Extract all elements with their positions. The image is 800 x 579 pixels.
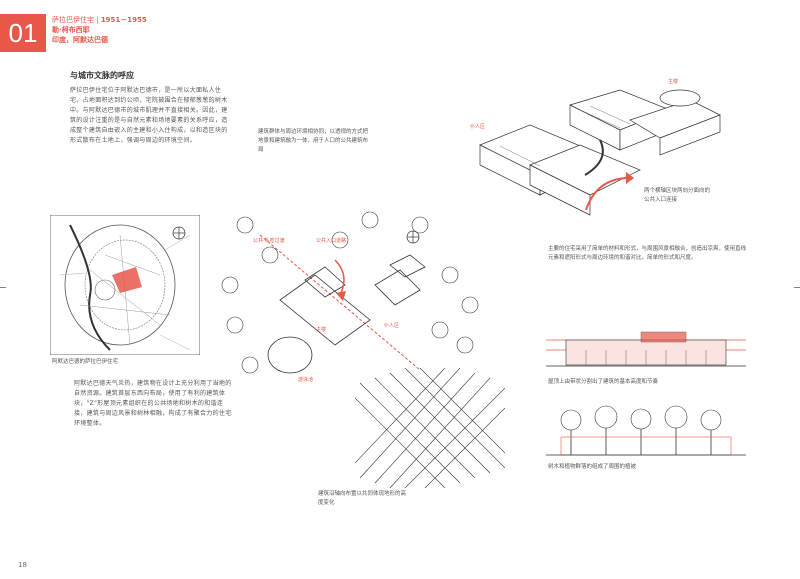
header-years: 1951－1955 — [100, 16, 147, 24]
intro-paragraph: 萨拉巴伊住宅位于阿默达巴德市，是一所以大面私人住宅，占地面积达到约公顷，宅院被围… — [70, 87, 228, 144]
plan-label-entry: 公共入口道路 — [316, 238, 347, 244]
elevation-2 — [546, 405, 746, 456]
page-number: 18 — [18, 561, 27, 569]
section-title: 与城市文脉的呼应 — [70, 71, 134, 80]
plan-label-path: 公共·私密过渡 — [253, 238, 285, 244]
curved-arrow-icon — [585, 172, 634, 211]
grid-diagram — [355, 368, 505, 488]
header-building-name: 萨拉巴伊住宅 — [52, 16, 94, 24]
grid-caption: 建筑沿轴向布置以共同体现地形的高度变化 — [318, 491, 407, 506]
right-margin-tick — [794, 287, 800, 288]
city-map — [50, 215, 200, 355]
left-margin-tick — [0, 287, 6, 288]
climate-paragraph: 阿默达巴德天气炎热，建筑物在设计上充分利用了当地的自然资源。建筑首层东西向布局，… — [74, 380, 232, 427]
site-plan — [221, 211, 479, 374]
axon-label-servant: 仆人区 — [470, 124, 486, 130]
axon-note: 建筑群体与周边环境相协同，以透视的方式把地景和建筑融为一体，用于人口的公共建筑布… — [258, 129, 369, 153]
chapter-number: 01 — [0, 14, 46, 52]
plan-label-pool: 游泳池 — [298, 377, 314, 383]
map-caption: 阿默达巴德的萨拉巴伊住宅 — [52, 359, 119, 365]
axonometric-drawing — [479, 89, 721, 216]
header-line-1: 萨拉巴伊住宅 | 1951－1955 — [52, 16, 147, 24]
plan-north-icon — [406, 230, 420, 244]
header-architect: 勒·柯布西耶 — [52, 26, 90, 34]
elevation-2-caption: 树木和植物群落的组成了周围的植被 — [548, 464, 637, 470]
axon-caption: 两个横轴区块两向分面向的公共入口连接 — [644, 188, 711, 203]
north-arrow-icon — [172, 226, 186, 240]
materials-paragraph: 主要的住宅采用了简单的材料和形式，与周围风景相融合，创造出凉爽，使用直线元素和遮… — [548, 246, 747, 261]
elevation-1 — [546, 331, 746, 367]
plan-label-servant: 仆人区 — [384, 323, 400, 329]
plan-label-main: 主楼 — [316, 327, 327, 333]
header-location: 印度，阿默达巴德 — [52, 36, 108, 44]
axon-label-main: 主楼 — [668, 79, 679, 85]
elevation-1-caption: 屋顶上由带状分割出了建筑的基本高度和节奏 — [548, 379, 659, 385]
